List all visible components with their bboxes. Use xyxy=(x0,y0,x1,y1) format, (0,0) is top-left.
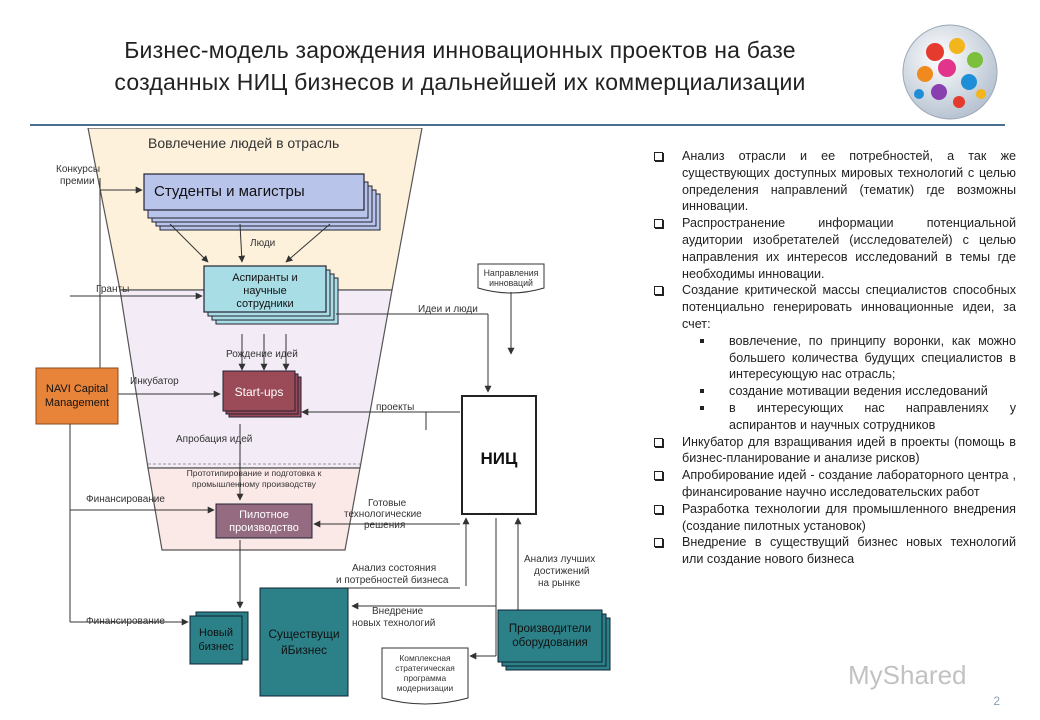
page-number: 2 xyxy=(993,694,1000,708)
ready-line-3: решения xyxy=(364,520,405,531)
new-tech-line-1: Внедрение xyxy=(372,606,424,617)
navi-line-2: Management xyxy=(45,397,109,409)
watermark: MyShared xyxy=(848,660,967,690)
students-box xyxy=(143,173,365,211)
directions-line-2: инноваций xyxy=(489,278,533,288)
nic-label: НИЦ xyxy=(481,449,518,468)
analysis-best-line-1: Анализ лучших xyxy=(524,554,595,565)
startups-label: Start-ups xyxy=(235,385,284,399)
prototyping-line-1: Прототипирование и подготовка к xyxy=(187,468,322,478)
financing-1-label: Финансирование xyxy=(86,494,165,505)
incubator-label: Инкубатор xyxy=(130,375,179,387)
analysis-state-line-1: Анализ состояния xyxy=(352,563,436,574)
new-business-line-2: бизнес xyxy=(198,641,234,653)
strategy-line-2: стратегическая xyxy=(395,663,455,673)
sub-bullet-item: создание мотивации ведения исследований xyxy=(652,383,1016,400)
new-tech-line-2: новых технологий xyxy=(352,618,435,629)
pilot-line-2: производство xyxy=(229,522,299,534)
existing-business-box xyxy=(259,587,349,697)
bullet-item: Распространение информации потенциальной… xyxy=(652,215,1016,282)
strategy-line-3: программа xyxy=(404,673,447,683)
analysis-best-line-3: на рынке xyxy=(538,578,581,589)
postgrad-line-2: научные xyxy=(243,285,286,297)
bullet-item: Анализ отрасли и ее потребностей, а так … xyxy=(652,148,1016,215)
strategy-line-1: Комплексная xyxy=(399,653,450,663)
globe-logo-icon xyxy=(902,24,998,120)
bullet-item: Инкубатор для взращивания идей в проекты… xyxy=(652,434,1016,468)
bullet-item: Апробирование идей - создание лабораторн… xyxy=(652,467,1016,501)
sub-bullet-item: вовлечение, по принципу воронки, как мож… xyxy=(652,333,1016,383)
startups-box xyxy=(222,370,296,412)
manufacturers-box xyxy=(497,609,603,663)
existing-line-1: Существущи xyxy=(268,627,339,641)
sub-bullet-item: в интересующих нас направлениях у аспира… xyxy=(652,400,1016,434)
navi-line-1: NAVI Capital xyxy=(46,383,108,395)
idea-approbation-label: Апробация идей xyxy=(176,433,252,445)
funnel-title: Вовлечение людей в отрасль xyxy=(148,135,339,151)
postgrad-box xyxy=(203,265,327,313)
prototyping-line-2: промышленному производству xyxy=(192,479,317,489)
ready-line-2: технологические xyxy=(344,509,422,520)
manufacturers-line-1: Производители xyxy=(509,623,591,635)
nic-box xyxy=(461,395,537,515)
pilot-line-1: Пилотное xyxy=(239,509,289,521)
strategy-line-4: модернизации xyxy=(397,683,454,693)
new-business-line-1: Новый xyxy=(199,627,233,639)
slide-title: Бизнес-модель зарождения инновационных п… xyxy=(30,34,890,98)
grants-label: Гранты xyxy=(96,284,129,295)
ready-line-1: Готовые xyxy=(368,498,407,509)
idea-birth-label: Рождение идей xyxy=(226,349,298,360)
bullet-item: Внедрение в существущий бизнес новых тех… xyxy=(652,534,1016,568)
analysis-best-line-2: достижений xyxy=(534,566,590,577)
navi-capital-box xyxy=(35,367,119,425)
strategy-document xyxy=(381,647,469,705)
directions-line-1: Направления xyxy=(484,268,539,278)
bullet-list: Анализ отрасли и ее потребностей, а так … xyxy=(652,148,1016,568)
existing-line-2: йБизнес xyxy=(281,643,327,657)
postgrad-line-3: сотрудники xyxy=(236,298,293,310)
title-divider xyxy=(30,124,1005,126)
bullet-item: Разработка технологии для промышленного … xyxy=(652,501,1016,535)
directions-document xyxy=(477,263,545,294)
people-label: Люди xyxy=(250,238,275,249)
business-model-diagram: Вовлечение людей в отрасль Студенты и ма… xyxy=(35,128,611,705)
postgrad-line-1: Аспиранты и xyxy=(232,272,297,284)
bullet-item: Создание критической массы специалистов … xyxy=(652,282,1016,332)
contests-line-1: Конкурсы xyxy=(56,164,100,175)
pilot-production-box xyxy=(215,503,313,539)
projects-label: проекты xyxy=(376,402,414,413)
analysis-state-line-2: и потребностей бизнеса xyxy=(336,574,449,586)
ideas-people-label: Идеи и люди xyxy=(418,304,478,315)
new-business-box xyxy=(189,615,243,665)
title-line-2: созданных НИЦ бизнесов и дальнейшей их к… xyxy=(114,69,806,95)
students-label: Студенты и магистры xyxy=(154,183,305,200)
manufacturers-line-2: оборудования xyxy=(512,637,588,649)
contests-line-2: премии xyxy=(60,176,95,187)
title-line-1: Бизнес-модель зарождения инновационных п… xyxy=(124,37,796,63)
